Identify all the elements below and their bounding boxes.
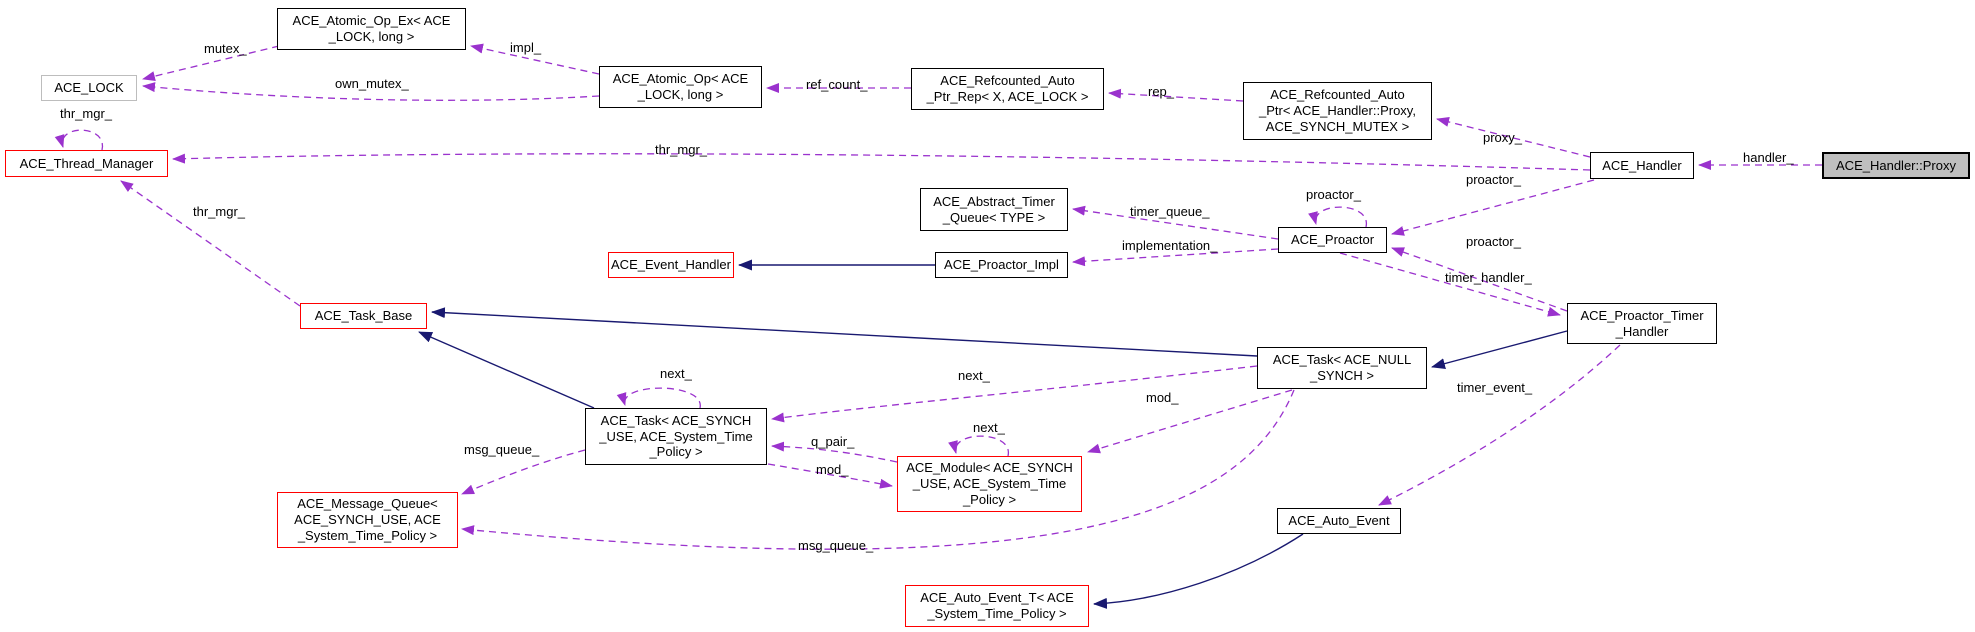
node-ace-task-null-synch[interactable]: ACE_Task< ACE_NULL _SYNCH > — [1257, 347, 1427, 389]
edge-proxy — [1436, 117, 1591, 158]
edge-label-mod-task-synch: mod_ — [816, 462, 849, 477]
edge-label-handler: handler_ — [1743, 150, 1794, 165]
edge-thr-mgr-handler — [172, 153, 1591, 171]
node-ace-task-synch-use[interactable]: ACE_Task< ACE_SYNCH _USE, ACE_System_Tim… — [585, 408, 767, 465]
edge-rep — [1108, 88, 1244, 102]
edge-timer-handler — [1339, 252, 1561, 317]
edge-next-task-synch-self — [616, 387, 701, 409]
edge-mod-task-synch — [767, 463, 893, 489]
edge-thr-mgr-task-base — [120, 180, 301, 307]
edge-proactor-handler — [1391, 179, 1595, 236]
edge-label-next-task-null: next_ — [958, 368, 990, 383]
edge-label-q-pair: q_pair_ — [811, 434, 855, 449]
edge-next-module-self — [948, 435, 1009, 457]
edge-label-msg-queue-task-null: msg_queue_ — [798, 538, 874, 553]
edge-timer-queue — [1072, 205, 1279, 240]
node-ace-refcounted-auto-ptr[interactable]: ACE_Refcounted_Auto _Ptr< ACE_Handler::P… — [1243, 82, 1432, 140]
edge-label-proxy: proxy_ — [1483, 130, 1523, 145]
edge-label-timer-queue: timer_queue_ — [1130, 204, 1210, 219]
edge-label-proactor-self: proactor_ — [1306, 187, 1361, 202]
edge-own-mutex — [142, 82, 600, 101]
edge-label-next-module-self: next_ — [973, 420, 1005, 435]
edge-label-mod-task-null: mod_ — [1146, 390, 1179, 405]
node-ace-atomic-op-ex[interactable]: ACE_Atomic_Op_Ex< ACE _LOCK, long > — [277, 8, 466, 50]
edge-label-implementation: implementation_ — [1122, 238, 1218, 253]
node-ace-abstract-timer-queue[interactable]: ACE_Abstract_Timer _Queue< TYPE > — [920, 188, 1068, 231]
edge-label-own-mutex: own_mutex_ — [335, 76, 409, 91]
edge-label-rep: rep_ — [1148, 84, 1175, 99]
node-ace-auto-event-t[interactable]: ACE_Auto_Event_T< ACE _System_Time_Polic… — [905, 585, 1089, 627]
edge-label-ref-count: ref_count_ — [806, 77, 868, 92]
edge-implementation — [1072, 248, 1279, 267]
edge-proactor-timer-handler — [1391, 247, 1568, 312]
edge-label-thr-mgr-handler: thr_mgr_ — [655, 142, 708, 157]
edge-label-msg-queue-task-synch: msg_queue_ — [464, 442, 540, 457]
edge-label-next-task-synch-self: next_ — [660, 366, 692, 381]
node-ace-handler[interactable]: ACE_Handler — [1590, 152, 1694, 179]
node-ace-handler-proxy: ACE_Handler::Proxy — [1822, 152, 1970, 179]
edge-next-task-null — [771, 365, 1258, 423]
edge-inh-task-null-task-base — [431, 307, 1258, 357]
edge-inh-auto-event-auto-event-t — [1093, 533, 1304, 609]
edge-proactor-self — [1308, 206, 1367, 228]
edge-label-thr-mgr-self: thr_mgr_ — [60, 106, 113, 121]
edge-msg-queue-task-synch — [461, 449, 586, 495]
edge-label-impl: impl_ — [510, 40, 542, 55]
edge-label-proactor-handler: proactor_ — [1466, 172, 1521, 187]
edge-inh-timer-handler-task-null — [1431, 330, 1568, 369]
node-ace-proactor-impl[interactable]: ACE_Proactor_Impl — [935, 252, 1068, 278]
node-ace-auto-event[interactable]: ACE_Auto_Event — [1277, 508, 1401, 534]
node-ace-proactor-timer-handler[interactable]: ACE_Proactor_Timer _Handler — [1567, 303, 1717, 344]
node-ace-thread-manager[interactable]: ACE_Thread_Manager — [5, 150, 168, 177]
edge-timer-event — [1378, 344, 1621, 506]
edge-impl — [470, 43, 600, 75]
node-ace-atomic-op[interactable]: ACE_Atomic_Op< ACE _LOCK, long > — [599, 66, 762, 108]
edge-msg-queue-task-null — [461, 389, 1295, 550]
node-ace-module[interactable]: ACE_Module< ACE_SYNCH _USE, ACE_System_T… — [897, 456, 1082, 512]
edge-label-thr-mgr-task-base: thr_mgr_ — [193, 204, 246, 219]
node-ace-event-handler[interactable]: ACE_Event_Handler — [608, 252, 734, 278]
node-ace-refcounted-auto-ptr-rep[interactable]: ACE_Refcounted_Auto _Ptr_Rep< X, ACE_LOC… — [911, 68, 1104, 110]
edge-label-timer-handler: timer_handler_ — [1445, 270, 1532, 285]
edge-label-timer-event: timer_event_ — [1457, 380, 1533, 395]
node-ace-message-queue[interactable]: ACE_Message_Queue< ACE_SYNCH_USE, ACE _S… — [277, 492, 458, 548]
edge-thr-mgr-self — [54, 129, 103, 151]
edge-inh-task-synch-task-base — [418, 331, 595, 409]
node-ace-task-base[interactable]: ACE_Task_Base — [300, 303, 427, 329]
node-ace-lock: ACE_LOCK — [41, 75, 137, 101]
node-ace-proactor[interactable]: ACE_Proactor — [1278, 227, 1387, 253]
edge-label-mutex: mutex_ — [204, 41, 247, 56]
edge-label-proactor-timer-handler: proactor_ — [1466, 234, 1521, 249]
edge-q-pair — [771, 441, 898, 463]
